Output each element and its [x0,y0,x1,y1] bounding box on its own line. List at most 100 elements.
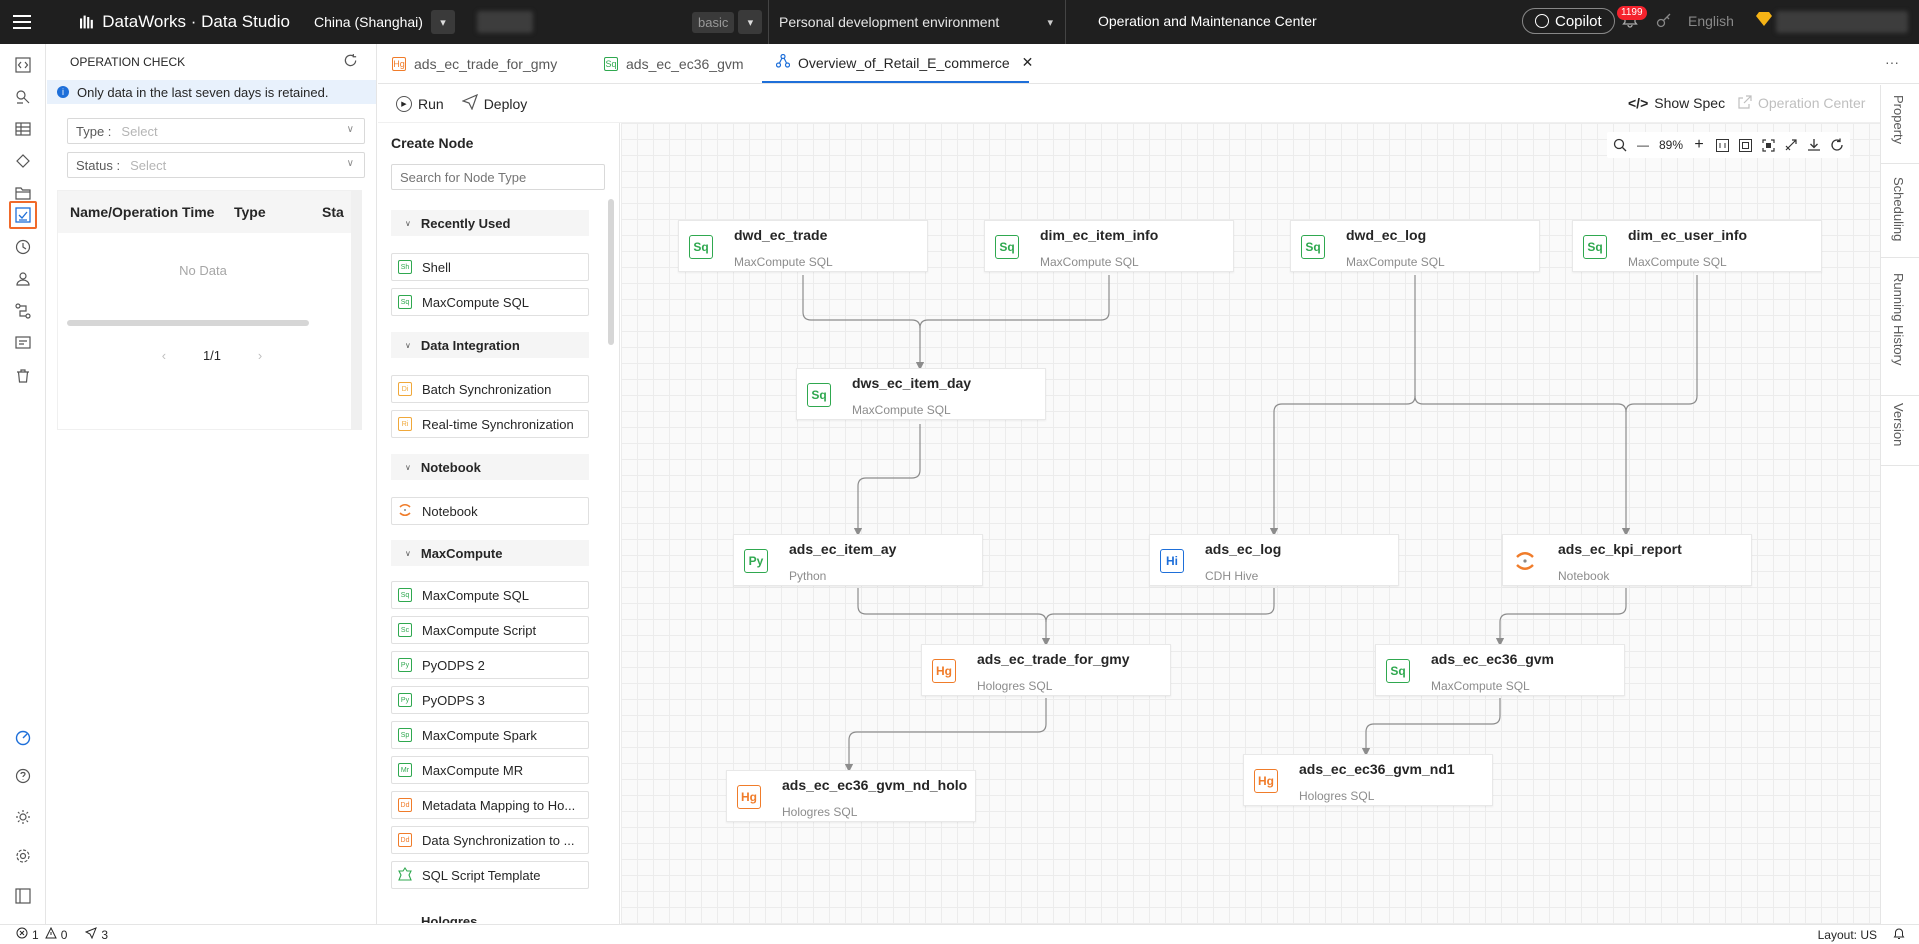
dag-node-ads-ec-ec36-gvm[interactable]: Sq ads_ec_ec36_gvm MaxCompute SQL [1375,644,1625,696]
folder-icon[interactable] [11,181,35,205]
dag-node-ads-ec-trade-for-gmy[interactable]: Hg ads_ec_trade_for_gmy Hologres SQL [921,644,1171,696]
workspace-name-blurred[interactable] [476,11,533,33]
more-icon[interactable]: ··· [1885,54,1899,70]
help-icon[interactable] [11,764,35,788]
node-type-search-input[interactable] [391,164,605,190]
dag-node-ads-ec-log[interactable]: Hi ads_ec_log CDH Hive [1149,534,1399,586]
dag-node-ads-ec-kpi-report[interactable]: ads_ec_kpi_report Notebook [1502,534,1752,586]
gear-icon[interactable] [11,844,35,868]
refresh-icon[interactable] [1830,138,1844,152]
dag-node-ads-ec-ec36-gvm-nd1[interactable]: Hg ads_ec_ec36_gvm_nd1 Hologres SQL [1243,754,1493,806]
notification-icon[interactable] [1893,928,1905,943]
message-icon[interactable] [11,331,35,355]
send-icon[interactable] [85,927,98,942]
section-hologres[interactable]: Hologres [391,911,589,923]
sun-icon[interactable] [11,805,35,829]
dag-node-ads-ec-item-ay[interactable]: Py ads_ec_item_ay Python [733,534,983,586]
table-hscrollbar[interactable] [67,320,309,326]
section-maxcompute[interactable]: ∨MaxCompute [391,540,589,566]
tab-ads-ec-trade-for-gmy[interactable]: Hg ads_ec_trade_for_gmy [378,44,588,83]
close-icon[interactable]: ✕ [1021,54,1034,70]
tab-scheduling[interactable]: Scheduling [1891,177,1906,242]
menu-icon[interactable] [0,0,44,44]
search-icon[interactable] [1613,138,1627,152]
node-type-sql-script-template[interactable]: SQL Script Template [391,861,589,889]
operation-center-button[interactable]: Operation Center [1738,95,1865,112]
section-recently-used[interactable]: ∨Recently Used [391,210,589,236]
code-icon[interactable] [11,53,35,77]
region-selector[interactable]: China (Shanghai) ▾ [314,0,455,44]
key-icon[interactable] [1656,12,1672,32]
dag-node-dwd-ec-trade[interactable]: Sq dwd_ec_trade MaxCompute SQL [678,220,928,272]
user-account-blurred[interactable] [1776,11,1908,33]
collapse-sidebar-icon[interactable] [11,884,35,908]
dag-node-dwd-ec-log[interactable]: Sq dwd_ec_log MaxCompute SQL [1290,220,1540,272]
tab-version[interactable]: Version [1891,403,1906,447]
component-icon[interactable] [11,149,35,173]
clock-icon[interactable] [11,235,35,259]
refresh-icon[interactable] [343,53,358,71]
tab-property[interactable]: Property [1891,95,1906,145]
type-filter[interactable]: Type : Select ∨ [67,118,365,144]
auto-layout-icon[interactable] [1784,138,1798,152]
ops-center-link[interactable]: Operation and Maintenance Center [1098,13,1317,29]
next-page-button[interactable]: › [257,347,263,363]
fit-view-icon[interactable] [1738,138,1752,152]
tab-running-history[interactable]: Running History [1891,273,1906,366]
warning-icon[interactable] [44,926,57,942]
user-icon[interactable] [11,267,35,291]
keyboard-layout[interactable]: Layout: US [1817,927,1877,942]
column-header-status[interactable]: Sta [322,204,344,220]
zoom-out-icon[interactable]: — [1637,138,1649,152]
trash-icon[interactable] [11,364,35,388]
column-header-type[interactable]: Type [234,204,266,220]
env-tag[interactable]: basic ▾ [692,10,763,34]
chevron-down-icon[interactable]: ▾ [430,10,455,34]
dag-node-dim-ec-item-info[interactable]: Sq dim_ec_item_info MaxCompute SQL [984,220,1234,272]
error-circle-icon[interactable] [16,927,28,942]
chevron-down-icon[interactable]: ▾ [738,10,763,34]
node-list-scrollbar[interactable] [608,199,614,345]
error-count[interactable]: 1 [32,927,39,942]
deploy-count[interactable]: 3 [101,927,109,942]
fullscreen-icon[interactable] [1761,138,1775,152]
table-vscrollbar[interactable] [351,191,361,429]
zoom-in-icon[interactable]: + [1694,136,1704,153]
section-data-integration[interactable]: ∨Data Integration [391,332,589,358]
language-selector[interactable]: English [1688,13,1734,29]
warning-count[interactable]: 0 [60,927,68,942]
dag-node-dim-ec-user-info[interactable]: Sq dim_ec_user_info MaxCompute SQL [1572,220,1822,272]
environment-selector[interactable]: Personal development environment ▾ [768,0,1066,44]
status-filter[interactable]: Status : Select ∨ [67,152,365,178]
flow-icon[interactable] [11,299,35,323]
run-button[interactable]: ▶ Run [396,95,444,112]
search-data-icon[interactable] [11,85,35,109]
deploy-button[interactable]: Deploy [461,93,527,113]
node-type-notebook[interactable]: Notebook [391,497,589,525]
copilot-button[interactable]: Copilot [1522,8,1615,34]
diamond-icon[interactable] [1756,12,1772,30]
dag-node-ads-ec-ec36-gvm-nd-holo[interactable]: Hg ads_ec_ec36_gvm_nd_holo Hologres SQL [726,770,976,822]
tab-ads-ec-ec36-gvm[interactable]: Sq ads_ec_ec36_gvm [590,44,762,83]
prev-page-button[interactable]: ‹ [161,347,167,363]
brand[interactable]: DataWorks · Data Studio [44,0,290,44]
theme-icon[interactable] [11,726,35,750]
dag-node-dws-ec-item-day[interactable]: Sq dws_ec_item_day MaxCompute SQL [796,368,1046,420]
section-notebook[interactable]: ∨Notebook [391,454,589,480]
column-header-name[interactable]: Name/Operation Time [70,204,215,220]
show-spec-button[interactable]: </> Show Spec [1628,95,1725,111]
actual-size-icon[interactable] [1715,138,1729,152]
operation-check-icon[interactable] [9,201,37,229]
